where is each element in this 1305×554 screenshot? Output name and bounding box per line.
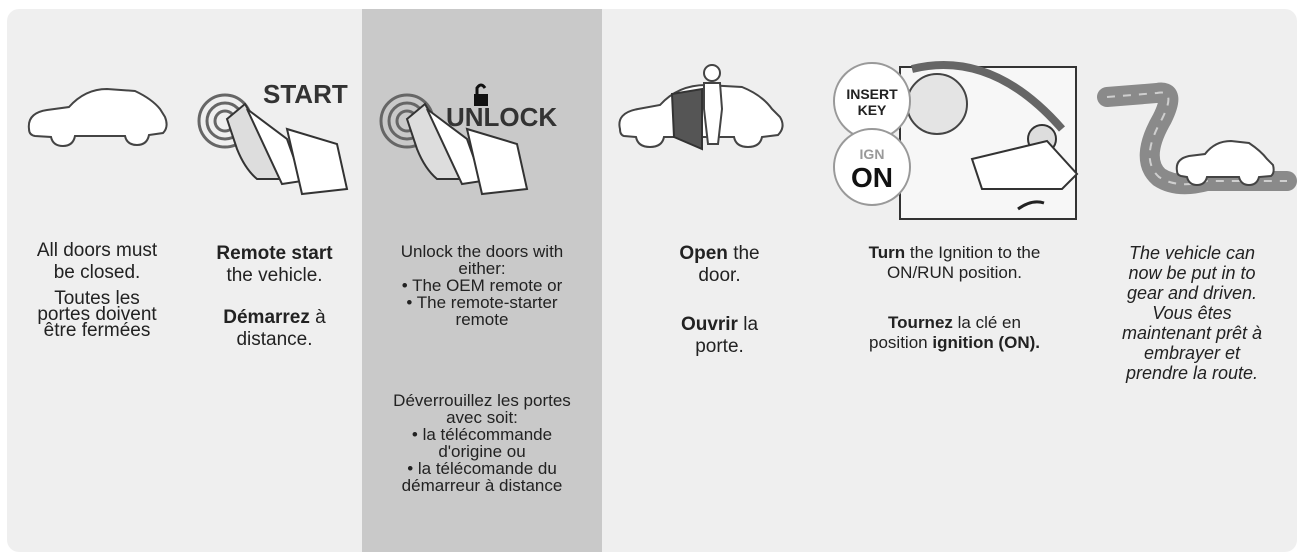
key-text: KEY xyxy=(858,102,887,118)
car-icon xyxy=(7,9,187,209)
ignition-key-icon: INSERT KEY IGN ON xyxy=(822,9,1087,229)
open-door-icon xyxy=(602,9,837,209)
step-ignition: INSERT KEY IGN ON Turn the Ignition to t… xyxy=(822,9,1087,552)
on-text: ON xyxy=(851,162,893,193)
road-car-icon xyxy=(1087,9,1297,219)
unlock-label: UNLOCK xyxy=(446,102,557,133)
start-label: START xyxy=(263,79,348,110)
insert-text: INSERT xyxy=(846,86,898,102)
ign-text: IGN xyxy=(860,146,885,162)
